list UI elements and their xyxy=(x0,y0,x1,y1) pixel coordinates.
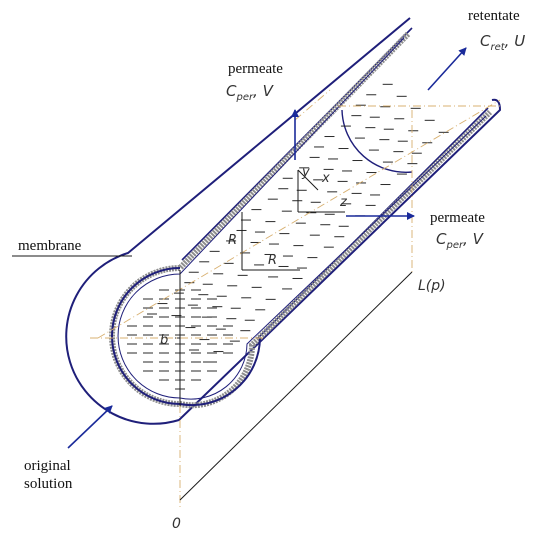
length-dimension-line xyxy=(179,271,413,501)
front-opening xyxy=(111,267,261,407)
c-per-top-label: Cper, V xyxy=(226,82,275,103)
radius-lower-label: R xyxy=(268,253,277,268)
radius-upper-label: R xyxy=(228,233,237,248)
retentate-label: retentate xyxy=(468,8,520,24)
guide-centerline xyxy=(97,99,501,339)
permeate-right-label: permeate xyxy=(430,210,485,226)
retentate-arrow xyxy=(427,47,467,91)
membrane-edge xyxy=(117,37,487,400)
c-per-right-label: Cper, V xyxy=(436,230,485,251)
original-solution-arrow xyxy=(67,405,113,449)
axis-y-label: y xyxy=(301,165,310,180)
axis-x-label: x xyxy=(321,171,330,186)
rear-opening xyxy=(341,109,413,173)
liquid-hatching xyxy=(127,83,449,390)
c-ret-label: Cret, U xyxy=(480,32,525,53)
permeate-top-label: permeate xyxy=(228,61,283,77)
original-solution-label-line1: original xyxy=(24,458,71,474)
guide-diagonal xyxy=(294,89,331,121)
length-label: L(p) xyxy=(418,278,446,294)
diameter-label: b xyxy=(160,333,168,348)
axis-x-line xyxy=(297,169,319,191)
original-solution-label-line2: solution xyxy=(24,476,73,492)
outer-tube xyxy=(65,17,502,425)
membrane-label: membrane xyxy=(18,238,82,254)
axis-z-label: z xyxy=(339,195,348,210)
origin-label: 0 xyxy=(172,516,181,532)
